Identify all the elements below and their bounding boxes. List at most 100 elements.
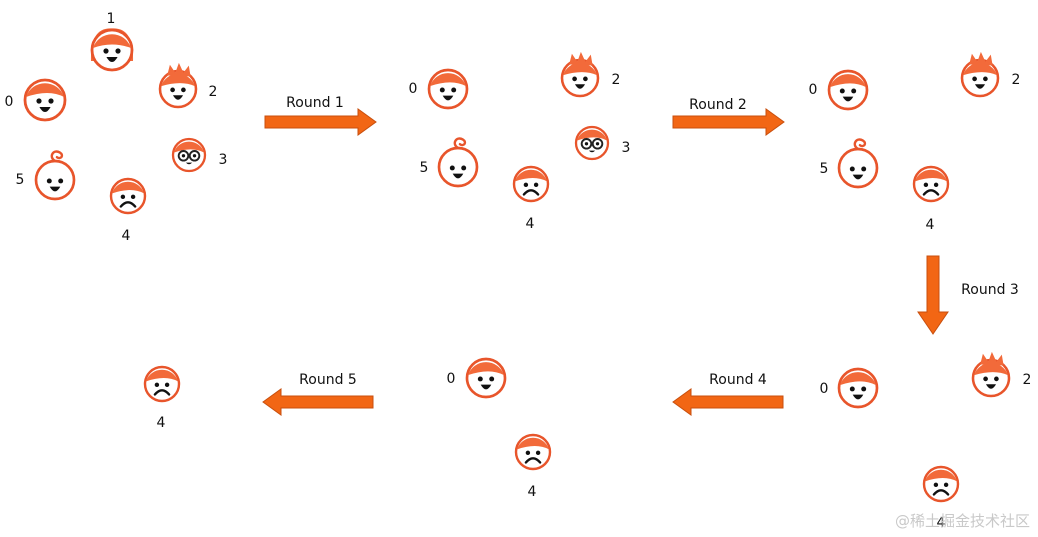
- spiky-hair-icon: [569, 51, 593, 66]
- person-id-label: 2: [209, 84, 218, 100]
- eye-icon: [130, 194, 136, 200]
- person-id-label: 2: [1023, 372, 1032, 388]
- round-label: Round 5: [299, 372, 357, 388]
- eye-icon: [115, 48, 121, 54]
- person-id-label: 0: [5, 94, 14, 110]
- person-id-label: 2: [1012, 72, 1021, 88]
- eye-icon: [983, 376, 988, 382]
- person-id-label: 4: [526, 216, 535, 232]
- face-outline-icon: [34, 159, 76, 201]
- round-arrow-3: Round 3: [917, 255, 1019, 335]
- person-4: 4: [143, 365, 181, 431]
- round-arrow-2: Round 2: [672, 97, 785, 136]
- person-id-label: 0: [447, 371, 456, 387]
- eye-icon: [181, 154, 186, 158]
- frown-icon: [922, 189, 940, 196]
- eye-icon: [839, 88, 845, 94]
- eye-icon: [48, 98, 54, 104]
- hair-icon: [576, 129, 608, 141]
- person-id-label: 5: [16, 172, 25, 188]
- person-5: 5: [16, 150, 76, 201]
- eye-icon: [461, 165, 467, 171]
- person-id-label: 0: [809, 82, 818, 98]
- round-arrow-5: Round 5: [262, 372, 374, 416]
- eye-icon: [192, 154, 197, 158]
- frown-icon: [119, 201, 137, 208]
- watermark: @稀土掘金技术社区: [894, 512, 1030, 530]
- face-outline-icon: [837, 147, 879, 189]
- smile-icon: [172, 95, 184, 100]
- smile-icon: [974, 84, 986, 89]
- stage-4: 04: [447, 357, 552, 500]
- person-4: 4: [912, 165, 950, 233]
- person-1: 1: [90, 11, 134, 72]
- person-0: 0: [5, 78, 67, 122]
- eye-icon: [849, 386, 855, 392]
- curl-icon: [50, 150, 64, 163]
- eye-icon: [595, 142, 600, 146]
- eye-icon: [103, 48, 109, 54]
- person-id-label: 4: [528, 484, 537, 500]
- smile-icon: [842, 96, 854, 102]
- frown-icon: [524, 457, 542, 464]
- person-5: 5: [820, 138, 879, 189]
- eye-icon: [449, 165, 455, 171]
- person-id-label: 5: [420, 160, 429, 176]
- eye-icon: [972, 76, 977, 82]
- eye-icon: [584, 142, 589, 146]
- hair-icon: [962, 62, 998, 76]
- person-3: 3: [574, 125, 630, 161]
- stage-2: 0 2 5 4: [809, 51, 1021, 233]
- smile-icon: [39, 107, 51, 112]
- hair-icon: [160, 73, 196, 87]
- smile-icon: [49, 186, 61, 192]
- smile-icon: [480, 384, 492, 390]
- smile-icon: [452, 173, 464, 179]
- smile-icon: [574, 84, 586, 89]
- eye-icon: [477, 376, 483, 382]
- person-4: 4: [109, 177, 147, 244]
- hair-icon: [839, 372, 877, 386]
- down-arrow-icon: [917, 255, 949, 335]
- person-id-label: 4: [122, 228, 131, 244]
- hair-icon: [173, 141, 205, 153]
- hair-icon: [516, 437, 550, 450]
- eye-icon: [181, 87, 186, 93]
- eye-icon: [861, 386, 867, 392]
- hair-icon: [514, 169, 548, 182]
- hair-icon: [829, 74, 867, 88]
- eye-icon: [983, 76, 988, 82]
- stage-5: 4: [143, 365, 181, 431]
- eye-icon: [851, 88, 857, 94]
- person-4: 4: [514, 433, 552, 500]
- hair-icon: [111, 181, 145, 194]
- eye-icon: [154, 382, 160, 388]
- eye-icon: [861, 166, 867, 172]
- eye-icon: [120, 194, 126, 200]
- curl-icon: [453, 137, 467, 150]
- person-0: 0: [409, 68, 469, 110]
- eye-icon: [451, 87, 457, 93]
- eye-icon: [994, 376, 999, 382]
- hair-icon: [429, 73, 467, 87]
- eye-icon: [489, 376, 495, 382]
- person-id-label: 5: [820, 161, 829, 177]
- eye-icon: [533, 182, 539, 188]
- person-id-label: 4: [157, 415, 166, 431]
- face-outline-icon: [437, 146, 479, 188]
- person-4: 4: [512, 165, 550, 232]
- spiky-hair-icon: [969, 51, 993, 66]
- hair-icon: [924, 469, 958, 482]
- person-2: 2: [158, 62, 218, 109]
- eye-icon: [849, 166, 855, 172]
- frown-icon: [932, 489, 950, 496]
- smile-icon: [852, 174, 864, 180]
- stage-3: 024: [820, 351, 1032, 531]
- round-arrow-4: Round 4: [672, 372, 784, 416]
- smile-icon: [985, 384, 997, 389]
- hair-icon: [26, 83, 64, 97]
- hair-icon: [562, 62, 598, 76]
- right-arrow-icon: [672, 108, 785, 136]
